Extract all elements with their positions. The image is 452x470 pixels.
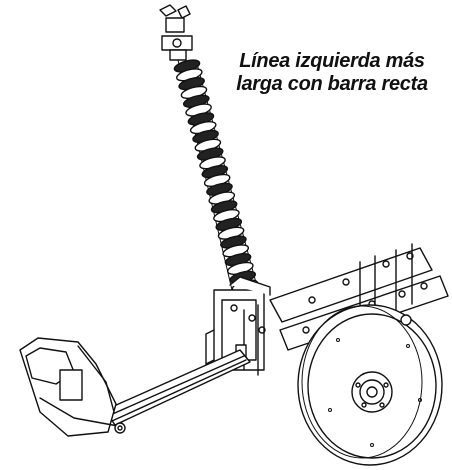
annotation-line-2: larga con barra recta (236, 73, 428, 95)
drawbar-arm (104, 349, 251, 426)
frame-bolts (230, 304, 412, 334)
wheel-hub (351, 371, 393, 413)
annotation-line-1: Línea izquierda más (239, 50, 425, 72)
annotation-label: Línea izquierda más larga con barra rect… (222, 50, 442, 96)
pivot-block (19, 337, 126, 437)
spring-top-fitting (159, 4, 193, 61)
wheel-holes (328, 338, 422, 447)
spring-assembly (159, 4, 259, 293)
coil-spring (173, 59, 259, 293)
disc-wheel (297, 304, 443, 466)
